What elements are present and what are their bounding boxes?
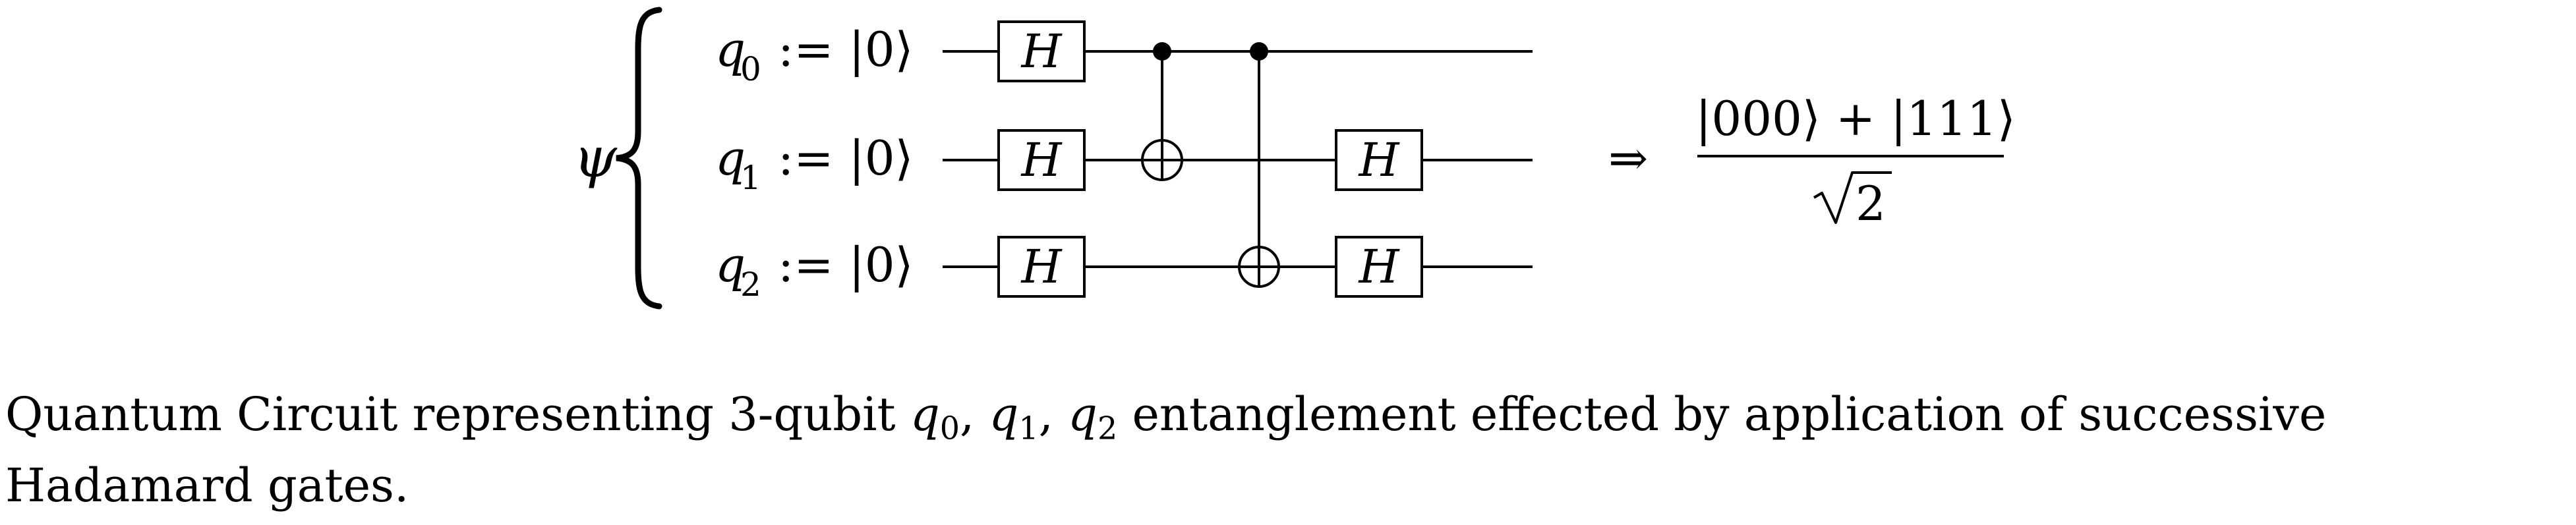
svg-text:H: H (1020, 240, 1063, 294)
hadamard-gate-q1: H (997, 129, 1086, 191)
svg-text::= |0⟩: := |0⟩ (778, 22, 914, 77)
qubit-label-2: q 2 := |0⟩ (715, 237, 914, 304)
control-dot-icon (1153, 42, 1171, 61)
svg-text:H: H (1357, 240, 1400, 294)
figure-caption: Quantum Circuit representing 3-qubit q0,… (5, 387, 2327, 512)
cnot-gate-q0-q2 (1238, 42, 1280, 288)
svg-text:H: H (1020, 133, 1063, 187)
hadamard-gate-q1-second: H (1335, 129, 1423, 191)
result-denominator: 2 (1856, 176, 1886, 231)
control-dot-icon (1250, 42, 1268, 61)
result-state: |000⟩ + |111⟩ 2 (1695, 91, 2016, 231)
caption-qubit-2: q2 (1068, 387, 1118, 447)
result-numerator: |000⟩ + |111⟩ (1695, 91, 2016, 146)
svg-text::= |0⟩: := |0⟩ (778, 237, 914, 292)
svg-text:1: 1 (740, 159, 761, 197)
cnot-gate-q0-q1 (1141, 42, 1183, 181)
svg-text:H: H (1357, 133, 1400, 187)
svg-text:0: 0 (740, 50, 761, 88)
svg-text:q: q (715, 22, 746, 77)
hadamard-gate-q0: H (997, 20, 1086, 82)
svg-text::= |0⟩: := |0⟩ (778, 130, 914, 186)
sqrt-icon (1813, 171, 1892, 224)
qubit-label-0: q 0 := |0⟩ (715, 22, 914, 88)
qubit-label-1: q 1 := |0⟩ (715, 130, 914, 197)
svg-text:H: H (1020, 24, 1063, 78)
quantum-circuit-diagram: ψ q 0 := |0⟩ q 1 := |0⟩ q 2 := |0⟩ H (573, 7, 2016, 310)
svg-text:q: q (715, 237, 746, 292)
hadamard-gate-q2-second: H (1335, 236, 1423, 298)
caption-qubit-0: q0 (910, 387, 960, 447)
state-symbol: ψ (573, 125, 618, 190)
caption-text-after: entanglement effected by application of … (5, 387, 2327, 512)
caption-qubit-1: q1 (989, 387, 1039, 447)
hadamard-gate-q2: H (997, 236, 1086, 298)
svg-text:2: 2 (740, 265, 761, 304)
caption-text-before: Quantum Circuit representing 3-qubit (5, 387, 910, 441)
left-brace (616, 7, 662, 310)
svg-text:q: q (715, 130, 746, 186)
implies-arrow-icon: ⇒ (1608, 130, 1648, 186)
